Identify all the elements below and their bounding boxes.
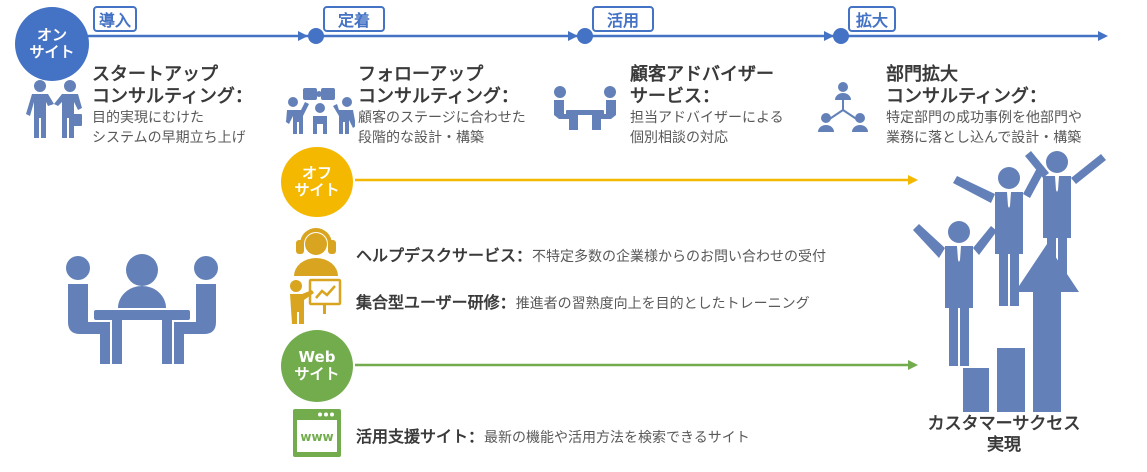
advisor-service-desc: 担当アドバイザーによる 個別相談の対応 [630, 110, 784, 146]
group-training-desc: 推進者の習熟度向上を目的としたトレーニング [515, 296, 810, 312]
helpdesk-title: ヘルプデスクサービス： [356, 246, 533, 265]
www-browser-icon: www [293, 409, 341, 457]
helpdesk-service: ヘルプデスクサービス：不特定多数の企業様からのお問い合わせの受付 [356, 242, 826, 266]
stage-label-teichaku: 定着 [323, 6, 385, 32]
presentation-trainer-icon [290, 278, 342, 324]
meeting-table-icon [554, 86, 616, 130]
support-site-service: 活用支援サイト：最新の機能や活用方法を検索できるサイト [356, 423, 750, 447]
support-site-title: 活用支援サイト： [356, 427, 485, 446]
web-arrowhead [908, 360, 918, 370]
celebrating-team-growth-icon [913, 151, 1106, 412]
team-puzzle-icon [286, 88, 355, 134]
expansion-consulting-desc: 特定部門の成功事例を他部門や 業務に落とし込んで設計・構築 [886, 110, 1082, 146]
group-training-service: 集合型ユーザー研修：推進者の習熟度向上を目的としたトレーニング [356, 289, 810, 313]
org-network-icon [818, 82, 868, 132]
onsite-arrow-1 [298, 31, 308, 41]
offsite-badge: オフ サイト [281, 147, 353, 217]
group-meeting-icon [66, 254, 218, 364]
stage-label-kakudai: 拡大 [848, 6, 896, 32]
helpdesk-desc: 不特定多数の企業様からのお問い合わせの受付 [532, 249, 827, 265]
business-handshake-icon [26, 80, 82, 138]
svg-text:www: www [300, 430, 333, 444]
web-badge: Web サイト [281, 330, 353, 402]
expansion-consulting-title: 部門拡大 コンサルティング： [886, 64, 1047, 107]
advisor-service-title: 顧客アドバイザー サービス： [630, 64, 774, 107]
milestone-dot-kakudai [833, 28, 849, 44]
onsite-badge: オン サイト [15, 7, 89, 81]
support-site-desc: 最新の機能や活用方法を検索できるサイト [484, 430, 750, 446]
followup-consulting-desc: 顧客のステージに合わせた 段階的な設計・構築 [358, 110, 526, 146]
startup-consulting-desc: 目的実現にむけた システムの早期立ち上げ [92, 110, 246, 146]
startup-consulting-title: スタートアップ コンサルティング： [92, 64, 253, 107]
followup-consulting-title: フォローアップ コンサルティング： [358, 64, 519, 107]
group-training-title: 集合型ユーザー研修： [356, 293, 516, 312]
stage-label-donyu: 導入 [93, 6, 137, 32]
customer-success-label: カスタマーサクセス 実現 [927, 414, 1081, 455]
stage-label-katsuyo: 活用 [592, 6, 654, 32]
milestone-dot-katsuyo [577, 28, 593, 44]
onsite-arrow-3 [824, 31, 834, 41]
offsite-arrowhead [908, 175, 918, 185]
onsite-arrow-2 [568, 31, 578, 41]
onsite-timeline-arrowhead [1098, 31, 1108, 41]
headset-operator-icon [294, 228, 338, 276]
milestone-dot-teichaku [308, 28, 324, 44]
